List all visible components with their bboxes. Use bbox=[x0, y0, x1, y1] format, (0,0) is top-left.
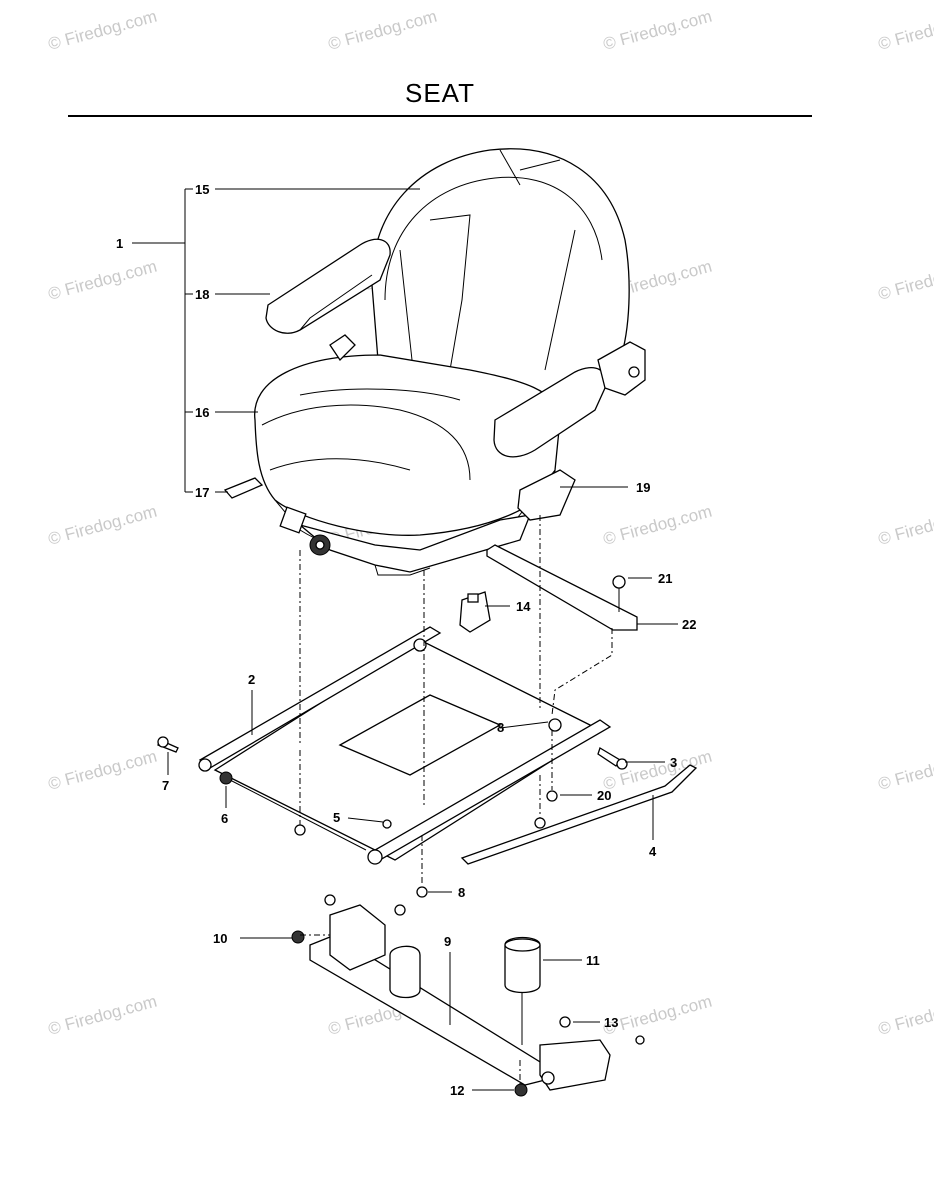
armrest-right bbox=[493, 367, 607, 458]
callout-15: 15 bbox=[195, 182, 209, 197]
watermark: © Firedog.com bbox=[326, 7, 439, 54]
plate-cutout bbox=[338, 694, 502, 776]
watermark: © Firedog.com bbox=[46, 992, 159, 1039]
callout-14: 14 bbox=[516, 599, 531, 614]
nut-6 bbox=[219, 771, 233, 785]
callout-9: 9 bbox=[444, 934, 451, 949]
watermark: © Firedog.com bbox=[876, 7, 934, 54]
callout-12: 12 bbox=[450, 1083, 464, 1098]
callout-13: 13 bbox=[604, 1015, 618, 1030]
callout-11: 11 bbox=[586, 953, 600, 968]
callout-19: 19 bbox=[636, 480, 650, 495]
callout-21: 21 bbox=[658, 571, 672, 586]
bumper-11 bbox=[504, 936, 541, 994]
watermark: © Firedog.com bbox=[601, 502, 714, 549]
bolt-3 bbox=[597, 747, 621, 767]
callout-17: 17 bbox=[195, 485, 209, 500]
adjust-rod bbox=[460, 764, 698, 865]
leader-lines bbox=[132, 188, 678, 1091]
watermark: © Firedog.com bbox=[46, 747, 159, 794]
callout-4: 4 bbox=[649, 844, 657, 859]
callout-2: 2 bbox=[248, 672, 255, 687]
watermark: © Firedog.com bbox=[601, 7, 714, 54]
seat-switch bbox=[517, 469, 576, 521]
callout-7: 7 bbox=[162, 778, 169, 793]
callout-10: 10 bbox=[213, 931, 227, 946]
callout-8: 8 bbox=[497, 720, 504, 735]
alignment-lines bbox=[299, 515, 613, 1084]
watermark: © Firedog.com bbox=[601, 747, 714, 794]
armrest-left bbox=[265, 238, 391, 334]
watermark: © Firedog.com bbox=[876, 747, 934, 794]
page-title: SEAT bbox=[405, 78, 475, 108]
callout-8-lower: 8 bbox=[458, 885, 465, 900]
callout-1: 1 bbox=[116, 236, 123, 251]
callout-5: 5 bbox=[333, 810, 340, 825]
callout-18: 18 bbox=[195, 287, 209, 302]
nut-12 bbox=[514, 1083, 528, 1097]
seat-base bbox=[299, 514, 532, 573]
watermark: © Firedog.com bbox=[876, 257, 934, 304]
seat-frame bbox=[157, 626, 698, 898]
callout-labels: 1 15 18 16 17 19 21 22 14 2 8 3 20 4 7 6… bbox=[116, 182, 696, 1098]
callout-3: 3 bbox=[670, 755, 677, 770]
callout-20: 20 bbox=[597, 788, 611, 803]
watermark: © Firedog.com bbox=[876, 502, 934, 549]
callout-6: 6 bbox=[221, 811, 228, 826]
spring-10 bbox=[291, 930, 305, 944]
watermark: © Firedog.com bbox=[876, 992, 934, 1039]
watermark: © Firedog.com bbox=[46, 7, 159, 54]
seat-switch-14 bbox=[459, 591, 491, 633]
callout-22: 22 bbox=[682, 617, 696, 632]
seat-assembly bbox=[223, 148, 646, 576]
watermark: © Firedog.com bbox=[46, 257, 159, 304]
seat-backrest bbox=[371, 148, 630, 411]
title-rule bbox=[68, 115, 812, 117]
bracket-22 bbox=[486, 544, 638, 631]
watermark: © Firedog.com bbox=[46, 502, 159, 549]
suspension-assembly bbox=[291, 894, 645, 1097]
callout-16: 16 bbox=[195, 405, 209, 420]
